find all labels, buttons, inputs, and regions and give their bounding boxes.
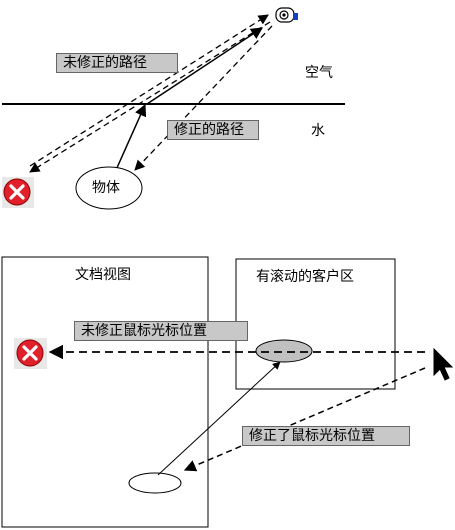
uncorrected-path-out — [29, 21, 271, 173]
corrected-path-lower — [115, 103, 147, 171]
uncorrected-path-label: 未修正的路径 — [56, 53, 178, 73]
corrected-path-label: 修正的路径 — [167, 120, 259, 140]
error-icon — [14, 338, 47, 369]
document-view-box — [1, 256, 209, 528]
mouse-pointer-icon — [433, 347, 454, 381]
water-label: 水 — [311, 123, 325, 139]
object-label: 物体 — [92, 180, 120, 196]
scrolled-client-area-label: 有滚动的客户区 — [256, 269, 354, 285]
corrected-path-dashed — [134, 25, 273, 171]
uncorrected-path-return — [29, 14, 269, 167]
eye-icon — [275, 7, 298, 23]
corrected-path-upper — [146, 27, 264, 105]
error-icon — [2, 177, 34, 208]
mapping-line — [157, 361, 281, 476]
corrected-target-ellipse — [128, 472, 182, 494]
air-label: 空气 — [305, 65, 333, 81]
uncorrected-target-ellipse — [255, 339, 313, 363]
object-ellipse — [75, 166, 143, 210]
document-view-label: 文档视图 — [75, 267, 131, 283]
corrected-cursor-label: 修正了鼠标光标位置 — [242, 426, 410, 446]
uncorrected-cursor-label: 未修正鼠标光标位置 — [74, 321, 248, 341]
corrected-cursor-path — [183, 367, 426, 472]
